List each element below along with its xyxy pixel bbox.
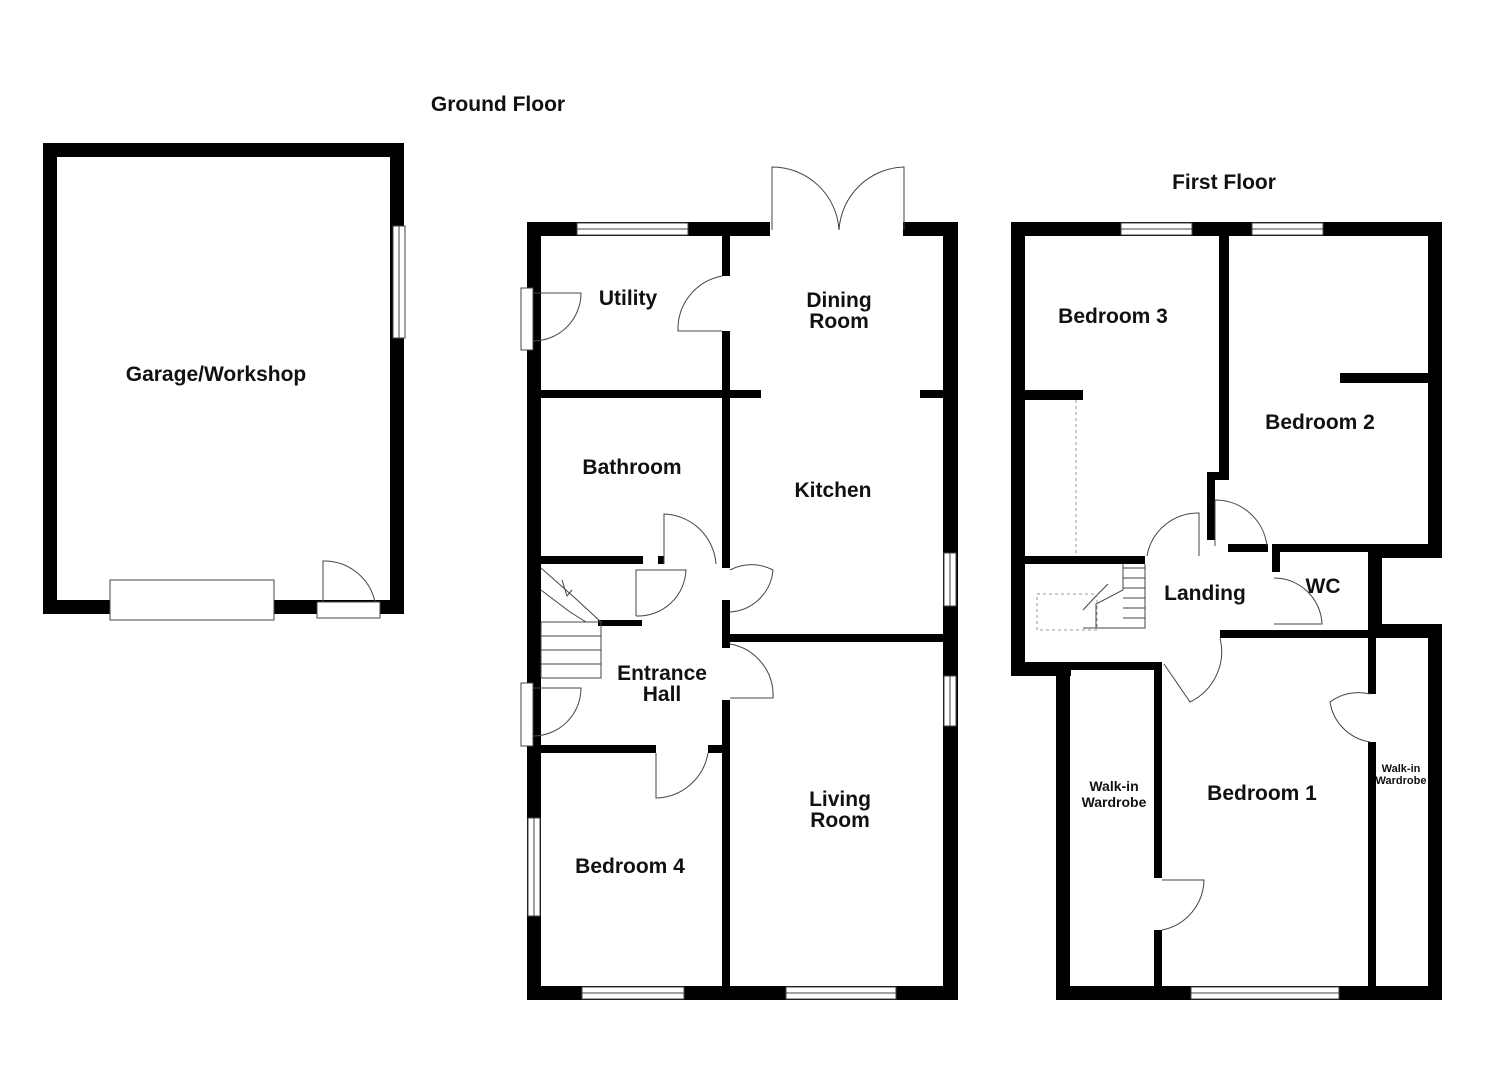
ff-wall-wc-bottom-out [1368,624,1442,638]
gf-staircase [540,567,602,679]
ff-wall-bed2-stub [1340,373,1428,383]
gf-door-bedroom4 [655,752,709,799]
ff-door-wardrobe-left [1161,879,1205,931]
ff-wall-bed3-bed2 [1219,236,1229,474]
ff-door-bedroom1 [1163,637,1223,703]
garage-wall-left [43,143,57,614]
gf-door-bathroom [663,513,717,565]
room-label-landing: Landing [1164,582,1246,605]
room-label-dining-line1: Dining [806,289,871,312]
gf-wall-utility-dining-b [722,331,730,394]
gf-wall-hall-bedroom4-a [541,745,656,753]
ff-wall-wc-left [1272,544,1280,572]
ff-staircase [1036,400,1146,631]
room-label-walkin-left-line1: Walk-in [1089,778,1138,794]
room-label-living-line1: Living [809,788,871,811]
gf-wall-right [943,222,958,1000]
gf-door-cupboard [635,569,687,617]
gf-door-kitchen [729,564,774,613]
gf-wall-hall-kitchen [722,600,730,648]
gf-front-door [520,682,582,747]
first-floor-plan: Bedroom 3 Bedroom 2 Landing WC Walk-in W… [1011,222,1442,1000]
ff-door-wc [1273,577,1323,625]
gf-utility-door [520,287,582,351]
room-label-wc: WC [1306,575,1341,598]
gf-wall-hall-bedroom4-b [708,745,722,753]
ff-wall-wardrobe-left-b [1154,930,1162,986]
gf-wall-utility-bathroom [541,390,761,398]
ff-wall-bed3-landing [1025,556,1145,564]
gf-french-doors [771,166,905,231]
ff-wall-right-lower [1428,624,1442,1000]
ff-wall-top [1011,222,1442,236]
room-label-entrance-line2: Hall [643,683,682,706]
garage-door-swing [322,560,376,603]
ff-door-bedroom2 [1214,499,1268,547]
ff-wall-jog-down [1207,472,1215,540]
room-label-entrance-line1: Entrance [617,662,707,685]
gf-wall-kitchen-living [730,634,943,642]
room-label-dining-line2: Room [809,310,869,333]
first-floor-title: First Floor [1172,171,1276,194]
gf-wall-dining-kitchen-stub [920,390,943,398]
room-label-bedroom2: Bedroom 2 [1265,411,1375,434]
room-label-bedroom4: Bedroom 4 [575,855,685,878]
room-label-bedroom1: Bedroom 1 [1207,782,1317,805]
ff-wall-wardrobe-top [1070,662,1162,670]
ff-wall-left-lower [1056,662,1070,1000]
room-label-walkin-right-line1: Walk-in [1382,763,1421,775]
room-label-walkin-left-line2: Wardrobe [1082,794,1147,810]
ff-wall-wardrobe-right-a [1368,638,1376,694]
room-label-bathroom: Bathroom [582,456,681,479]
ff-wall-landing-bed1 [1220,630,1368,638]
garage-pedestrian-door [316,601,381,619]
ff-wall-wardrobe-right-b [1368,742,1376,986]
ff-door-wardrobe-right [1329,692,1371,743]
ground-floor-title: Ground Floor [431,93,565,116]
ff-wall-wardrobe-left-a [1154,662,1162,878]
garage-door [109,579,275,621]
room-label-walkin-right-line2: Wardrobe [1376,775,1427,787]
ff-wall-jog [1207,472,1229,480]
room-label-bedroom3: Bedroom 3 [1058,305,1168,328]
ff-wall-bed2-landing [1228,544,1268,552]
ground-floor-plan: Utility Dining Room Bathroom Kitchen Ent… [520,166,958,1000]
gf-wall-bathroom-hall-b [658,556,664,564]
garage-wall-top [43,143,404,157]
ff-wall-wc-right [1368,544,1382,632]
gf-wall-left [527,222,541,1000]
ff-wall-bed3-stub [1025,390,1083,400]
room-label-kitchen: Kitchen [794,479,871,502]
room-label-utility: Utility [599,287,658,310]
ff-wall-wc-top-out [1368,544,1442,558]
garage-building: Garage/Workshop [43,143,406,621]
gf-wall-bathroom-kitchen [722,398,730,568]
gf-door-utility-dining [677,275,723,332]
ff-wall-right-upper [1428,222,1442,558]
room-label-garage: Garage/Workshop [126,363,307,386]
gf-wall-stair-end [598,620,642,626]
room-label-living-line2: Room [810,809,870,832]
ff-wall-bed2-wc [1272,544,1368,552]
garage-wall-right [390,143,404,614]
gf-wall-bathroom-hall-a [541,556,643,564]
gf-door-living [729,643,774,699]
ff-wall-wc-corner [1368,630,1382,638]
ff-wall-left-upper [1011,222,1025,676]
ff-door-bedroom3 [1146,512,1200,557]
gf-wall-utility-dining-a [722,236,730,276]
gf-wall-hall-living [722,700,730,986]
